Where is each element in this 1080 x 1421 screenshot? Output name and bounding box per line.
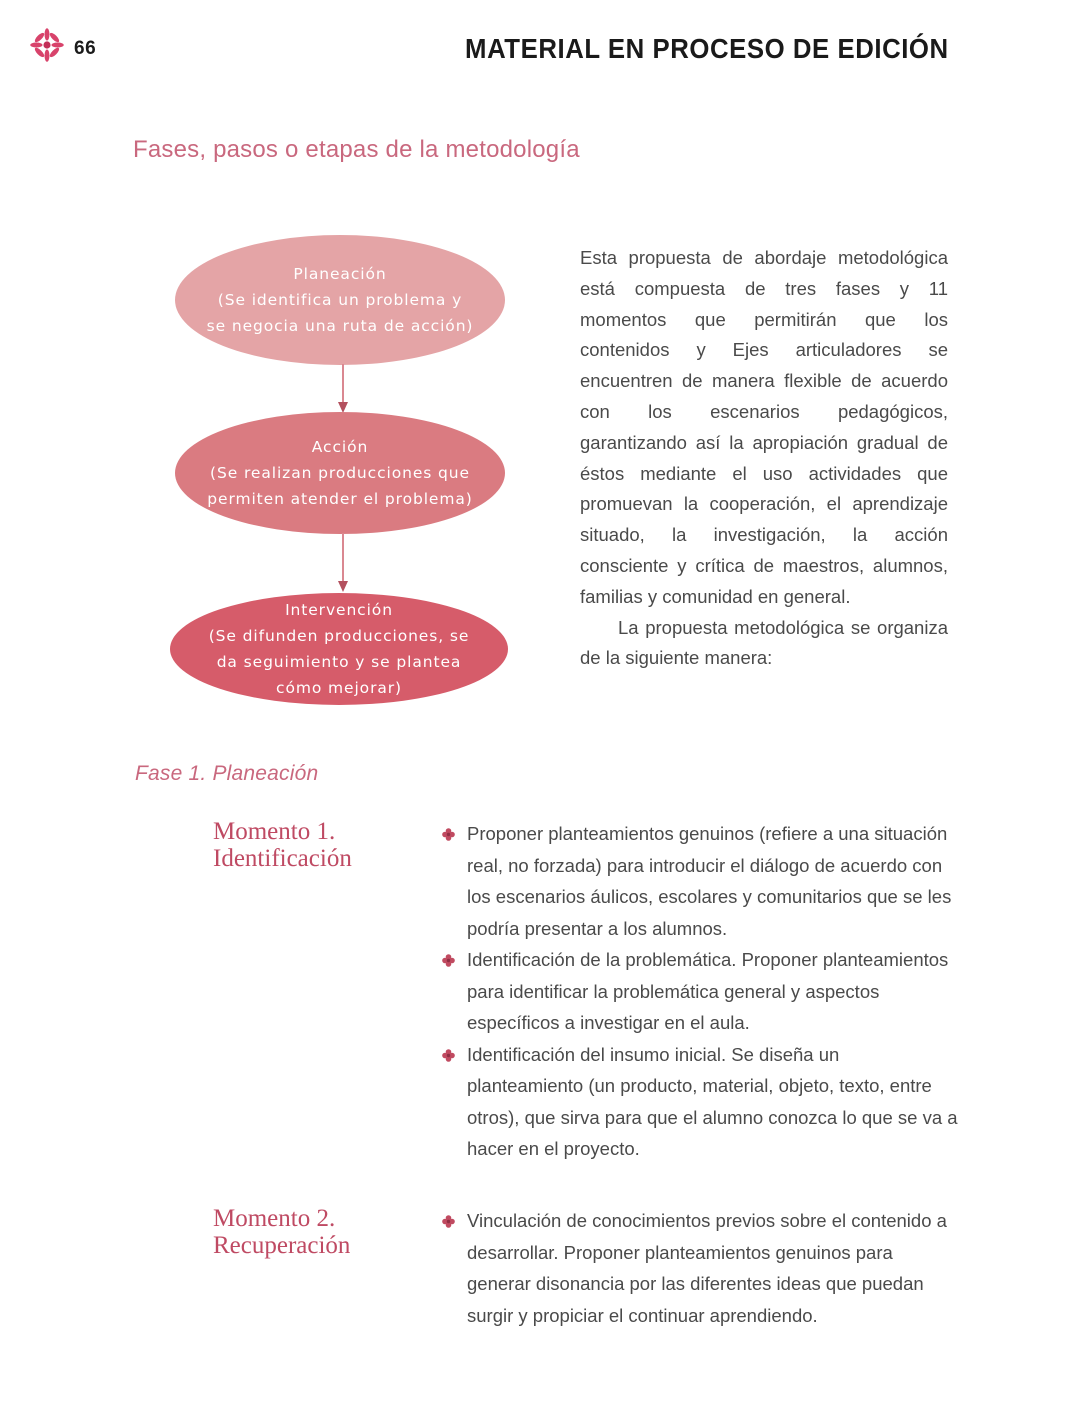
arrow-stem (342, 364, 344, 404)
node-line2: (Se difunden producciones, se (208, 627, 470, 645)
arrow-planeacion-to-accion (337, 364, 349, 414)
momento-title-line2: Recuperación (213, 1232, 351, 1259)
list-item-text: Identificación de la problemática. Propo… (467, 949, 949, 1033)
momento-title-line1: Momento 2. (213, 1205, 336, 1232)
momento-2-title: Momento 2. Recuperación (213, 1205, 463, 1259)
node-title: Intervención (285, 601, 393, 619)
methodology-phases-diagram: Planeación (Se identifica un problema y … (160, 225, 520, 720)
fase-heading: Fase 1. Planeación (135, 762, 319, 785)
node-line4: cómo mejorar) (276, 679, 402, 697)
node-line2: (Se identifica un problema y (217, 291, 463, 309)
header-title: MATERIAL EN PROCESO DE EDICIÓN (465, 33, 949, 64)
node-line2: (Se realizan producciones que (210, 464, 470, 482)
diagram-node-planeacion: Planeación (Se identifica un problema y … (175, 235, 505, 365)
clover-bullet-icon (442, 954, 455, 967)
node-title: Acción (311, 438, 369, 456)
momento-title-line1: Momento 1. (213, 818, 336, 845)
section-heading: Fases, pasos o etapas de la metodología (133, 136, 580, 163)
list-item-text: Proponer planteamientos genuinos (refier… (467, 823, 952, 939)
list-item: Proponer planteamientos genuinos (refier… (440, 818, 960, 944)
list-item-text: Identificación del insumo inicial. Se di… (467, 1043, 958, 1160)
intro-paragraph-2: La propuesta metodológica se organiza de… (580, 616, 948, 669)
clover-bullet-icon (442, 1215, 455, 1228)
flower-asterisk-icon (30, 28, 64, 62)
momento-1-list: Proponer planteamientos genuinos (refier… (440, 818, 960, 1165)
diagram-node-intervencion: Intervención (Se difunden producciones, … (170, 593, 508, 705)
clover-bullet-icon (442, 1048, 455, 1062)
arrow-stem (342, 533, 344, 583)
list-item: Vinculación de conocimientos previos sob… (440, 1205, 960, 1331)
intro-paragraph-1: Esta propuesta de abordaje metodológica … (580, 247, 948, 607)
node-title: Planeación (293, 265, 387, 283)
clover-bullet-icon (442, 828, 455, 841)
list-item: Identificación de la problemática. Propo… (440, 944, 960, 1039)
arrow-head (338, 581, 348, 592)
arrow-head (338, 402, 348, 413)
momento-title-line2: Identificación (213, 845, 352, 872)
page-header: 66 MATERIAL EN PROCESO DE EDICIÓN (0, 0, 1080, 95)
intro-text-column: Esta propuesta de abordaje metodológica … (580, 243, 948, 674)
node-line3: se negocia una ruta de acción) (206, 317, 474, 335)
node-line3: da seguimiento y se plantea (216, 653, 462, 671)
momento-1-title: Momento 1. Identificación (213, 818, 463, 872)
diagram-node-accion: Acción (Se realizan producciones que per… (175, 412, 505, 534)
page-number: 66 (74, 38, 97, 59)
node-line3: permiten atender el problema) (207, 490, 473, 508)
arrow-accion-to-intervencion (337, 533, 349, 595)
list-item: Identificación del insumo inicial. Se di… (440, 1039, 960, 1165)
list-item-text: Vinculación de conocimientos previos sob… (467, 1210, 947, 1326)
momento-2-list: Vinculación de conocimientos previos sob… (440, 1205, 960, 1331)
